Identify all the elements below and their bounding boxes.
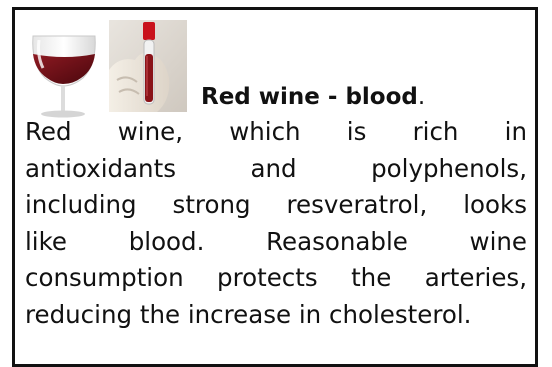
- body-line: reducing the increase in cholesterol.: [25, 299, 472, 329]
- wine-glass-icon: [32, 35, 96, 118]
- body-line: consumption protects the arteries,: [25, 263, 527, 292]
- body-line: including strong resveratrol, looks: [25, 190, 527, 219]
- info-card: Red wine - blood. Red wine, which is ric…: [12, 7, 538, 367]
- body-line: Red wine, which is rich in: [25, 117, 527, 146]
- body-line: like blood. Reasonable wine: [25, 226, 527, 256]
- card-heading-row: Red wine - blood.: [25, 14, 525, 118]
- card-title-text: Red wine - blood: [201, 84, 418, 110]
- body-line: antioxidants and polyphenols,: [25, 153, 527, 183]
- card-body: Red wine, which is rich in antioxidants …: [25, 114, 527, 333]
- card-title-period: .: [417, 84, 426, 110]
- blood-sample-tube-icon: [109, 20, 187, 112]
- card-title: Red wine - blood.: [201, 82, 425, 112]
